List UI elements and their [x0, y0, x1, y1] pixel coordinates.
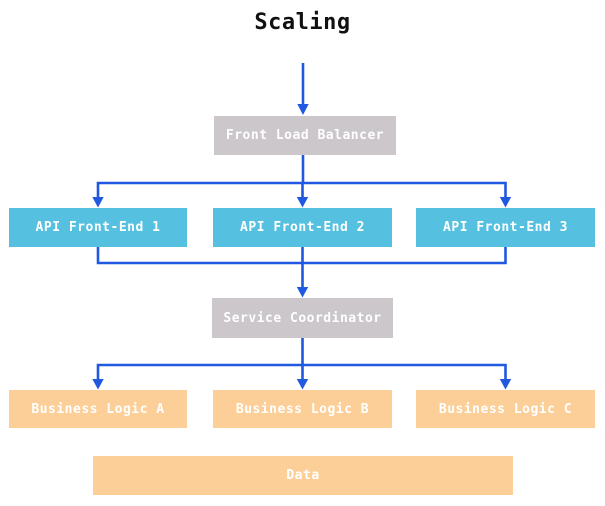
arrowhead: [296, 197, 309, 208]
node-label: Business Logic B: [235, 401, 370, 417]
node-service-coordinator: Service Coordinator: [212, 298, 393, 338]
connector-top-to-flb: [297, 63, 309, 115]
node-label: API Front-End 3: [443, 220, 568, 235]
arrowhead: [92, 197, 104, 208]
node-front-load-balancer: Front Load Balancer: [214, 116, 396, 155]
diagram-title: Scaling: [254, 10, 351, 35]
node-label: Service Coordinator: [223, 310, 382, 326]
connector-svc-to-business-row: [92, 338, 512, 390]
connector-api-row-to-svc: [96, 247, 507, 298]
node-label: API Front-End 1: [35, 220, 161, 235]
connector-flb-to-api-row: [92, 155, 512, 208]
node-business-logic-c: Business Logic C: [416, 390, 595, 428]
node-label: Data: [286, 468, 320, 483]
node-api-front-end-3: API Front-End 3: [416, 208, 595, 247]
node-data: Data: [93, 456, 513, 495]
arrowhead: [297, 104, 309, 115]
node-business-logic-b: Business Logic B: [213, 390, 392, 428]
arrowhead: [499, 197, 512, 208]
arrowhead: [92, 379, 104, 390]
node-label: Business Logic C: [438, 401, 573, 417]
node-label: Business Logic A: [31, 401, 165, 417]
arrowhead: [296, 287, 309, 298]
node-api-front-end-2: API Front-End 2: [213, 208, 392, 247]
node-api-front-end-1: API Front-End 1: [9, 208, 187, 247]
arrowhead: [296, 379, 309, 390]
node-label: API Front-End 2: [240, 220, 365, 235]
node-business-logic-a: Business Logic A: [9, 390, 187, 428]
arrowhead: [499, 379, 512, 390]
node-label: Front Load Balancer: [225, 128, 385, 143]
